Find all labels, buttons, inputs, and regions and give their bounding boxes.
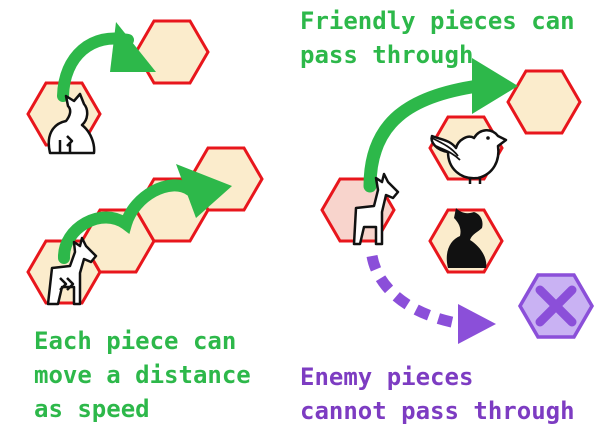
dog-icon [446, 208, 487, 268]
close-icon [535, 285, 577, 327]
bird-icon [430, 129, 508, 184]
hex-target-cell [134, 19, 210, 85]
giraffe-icon [352, 172, 400, 246]
example-single-step [26, 19, 210, 155]
green-move-arrow [57, 22, 156, 102]
double-chevron-right-icon [59, 277, 75, 291]
enemy-caption-line-1: Enemy pieces [300, 363, 474, 391]
giraffe-icon [46, 236, 98, 306]
blocked-cell [518, 273, 594, 339]
green-move-arrow [58, 164, 232, 264]
purple-blocked-arrow [366, 254, 496, 344]
friendly-caption-line-1: Friendly pieces can [300, 7, 575, 35]
green-move-arrow [363, 58, 518, 193]
speed-caption-line-1: Each piece can [34, 327, 237, 355]
example-pass-through [320, 58, 594, 344]
speed-caption-line-3: as speed [34, 395, 150, 423]
chevron-right-icon [66, 135, 74, 147]
speed-caption-line-2: move a distance [34, 361, 251, 389]
example-speed [26, 146, 264, 306]
enemy-caption-line-2: cannot pass through [300, 397, 575, 425]
hex-target-cell [506, 69, 582, 135]
friendly-caption-line-2: pass through [300, 41, 474, 69]
cat-icon [47, 92, 96, 155]
